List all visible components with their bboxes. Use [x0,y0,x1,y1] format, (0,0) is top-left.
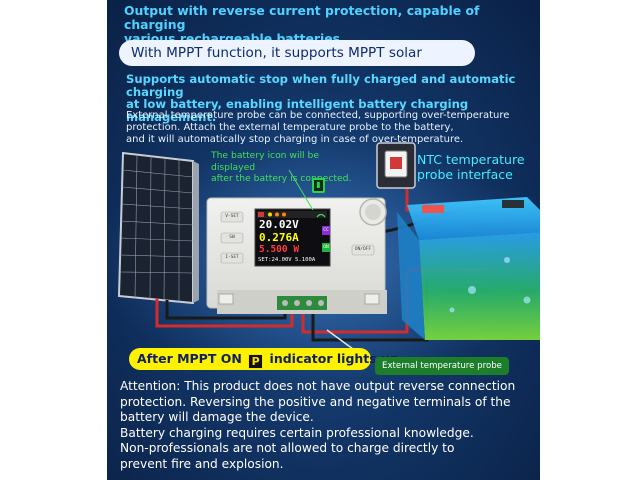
on-off-button[interactable]: ON/OFF [354,247,372,252]
mppt-text-before: After MPPT ON [137,351,242,366]
auto-stop-features: Supports automatic stop when fully charg… [126,73,536,123]
on-badge: ON [323,245,329,250]
temp-line: and it will automatically stop charging … [126,134,464,145]
cc-badge: CC [323,228,329,233]
battery-note-line: The battery icon will be displayed [211,150,320,173]
battery-icon: ▮ [312,178,325,193]
right-margin [540,0,640,480]
battery-pack [397,197,540,340]
attention-line: battery will damage the device. [120,410,314,424]
voltage-reading: 20.02V [259,218,299,231]
mppt-indicator-callout: After MPPT ON P indicator lights up. [129,348,404,370]
mppt-p-icon: P [248,354,264,369]
battery-icon-note: The battery icon will be displayed after… [211,150,361,185]
ntc-line: NTC temperature [417,152,525,167]
feature-line: at low battery, enabling intelligent bat… [126,97,469,124]
external-probe-label: External temperature probe [375,357,509,375]
temp-line: External temperature probe can be connec… [126,110,510,121]
ntc-interface-label: NTC temperature probe interface [417,152,537,182]
feature-line: Supports automatic stop when fully charg… [126,72,516,99]
power-reading: 5.500 W [259,244,300,255]
attention-line: protection. Reversing the positive and n… [120,394,511,409]
charger-module [206,169,387,314]
attention-line: Attention: This product does not have ou… [120,379,516,393]
ntc-connector [376,142,416,189]
heading-line: Output with reverse current protection, … [124,3,480,32]
vset-button[interactable]: V-SET [225,214,239,219]
set-values: SET:24.00V 5.100A [258,257,316,263]
attention-line: prevent fire and explosion. [120,456,284,471]
mppt-text-after: indicator lights up. [269,351,404,366]
attention-warning: Attention: This product does not have ou… [120,379,532,472]
product-illustration: V-SET SW I-SET ON/OFF 20.02V 0.276A 5.50… [107,0,540,480]
attention-line: Non-professionals are not allowed to cha… [120,441,455,455]
adjust-knob[interactable] [360,199,386,225]
iset-button[interactable]: I-SET [225,255,239,260]
attention-line: Battery charging requires certain profes… [120,425,474,440]
current-reading: 0.276A [259,231,299,244]
scene-graphics [107,140,540,380]
left-margin [0,0,107,480]
mppt-banner: With MPPT function, it supports MPPT sol… [119,40,475,87]
temperature-note: External temperature probe can be connec… [126,110,536,146]
solar-panel [117,151,199,305]
sw-button[interactable]: SW [229,235,235,240]
temp-line: protection. Attach the external temperat… [126,122,454,133]
battery-note-line: after the battery is connected. [211,173,352,184]
ntc-line: probe interface [417,167,513,182]
